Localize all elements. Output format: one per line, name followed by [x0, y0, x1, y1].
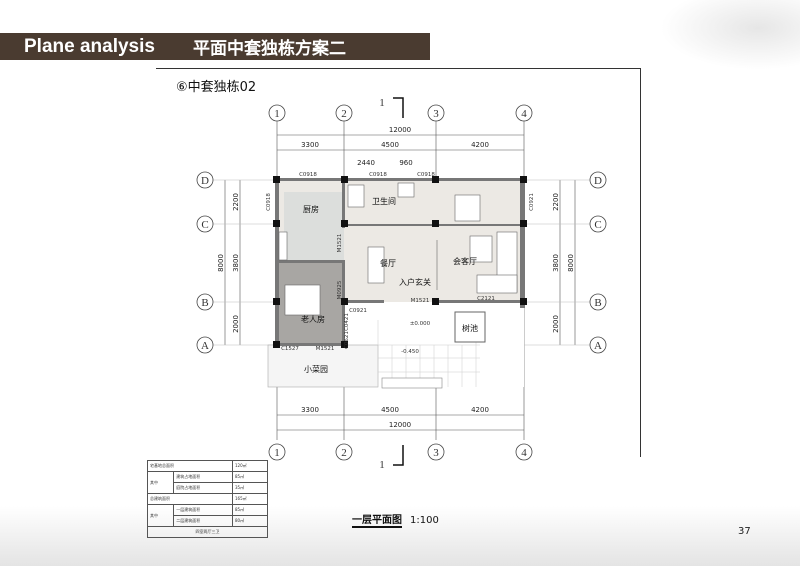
room-bathroom: 卫生间 [372, 196, 396, 206]
section-mark-top: 1 [379, 97, 385, 109]
svg-text:3300: 3300 [301, 406, 319, 414]
svg-text:M0925: M0925 [337, 280, 343, 299]
room-labels: 厨房 卫生间 餐厅 入户玄关 会客厅 老人房 小菜园 树池 [301, 196, 478, 374]
svg-text:C0621: C0621 [344, 331, 350, 349]
page-number: 37 [738, 526, 751, 537]
svg-text:2440: 2440 [357, 159, 375, 167]
axis-a-right: A [594, 340, 602, 352]
drawing-frame [156, 68, 641, 457]
table-row: 四室两厅三卫 [147, 526, 268, 538]
room-living: 会客厅 [453, 256, 477, 266]
svg-text:4500: 4500 [381, 406, 399, 414]
svg-text:3300: 3300 [301, 141, 319, 149]
svg-text:C0918: C0918 [266, 193, 272, 211]
courtyard-tiles [377, 320, 480, 387]
section-mark-bottom: 1 [379, 459, 385, 471]
axis-4-top: 4 [521, 108, 527, 120]
svg-text:2000: 2000 [552, 315, 560, 333]
svg-text:C2121: C2121 [477, 296, 495, 302]
svg-text:12000: 12000 [389, 126, 411, 134]
background-wash [0, 506, 800, 566]
svg-text:C0918: C0918 [369, 172, 387, 178]
svg-text:8000: 8000 [217, 254, 225, 272]
svg-text:M1521: M1521 [411, 298, 430, 304]
axis-2-top: 2 [341, 108, 347, 120]
header-title-cn: 平面中套独栋方案二 [192, 39, 346, 59]
caption-scale: 1:100 [410, 515, 439, 526]
columns [273, 176, 527, 348]
room-tree-pool: 树池 [462, 323, 478, 333]
axis-b-left: B [201, 297, 208, 309]
svg-text:8000: 8000 [567, 254, 575, 272]
section-cut-marks [393, 97, 404, 466]
axis-1-top: 1 [274, 108, 280, 120]
room-entrance: 入户玄关 [399, 277, 431, 287]
kitchen-floor [284, 192, 344, 262]
opening-labels: C0918 C0918 C0918 C0918 C0921 M1521 M092… [266, 172, 535, 355]
garden-area [267, 344, 379, 388]
svg-text:4200: 4200 [471, 406, 489, 414]
svg-text:C0921: C0921 [349, 308, 367, 314]
room-elder-bedroom: 老人房 [301, 314, 325, 324]
svg-text:M1521: M1521 [316, 346, 335, 352]
axis-d-left: D [201, 175, 209, 187]
svg-text:3800: 3800 [232, 254, 240, 272]
room-kitchen: 厨房 [303, 204, 319, 214]
svg-text:3800: 3800 [552, 254, 560, 272]
svg-text:960: 960 [399, 159, 412, 167]
svg-text:12000: 12000 [389, 421, 411, 429]
tree-pool [454, 311, 486, 343]
axis-2-bottom: 2 [341, 447, 347, 459]
axis-d-right: D [594, 175, 602, 187]
caption-title: 一层平面图 [352, 515, 402, 528]
svg-text:C0421: C0421 [344, 313, 350, 331]
steps [381, 377, 443, 389]
header-title-en: Plane analysis [24, 35, 155, 57]
plan-caption: 一层平面图 1:100 [352, 511, 439, 528]
svg-text:C0921: C0921 [529, 193, 535, 211]
axis-3-bottom: 3 [433, 447, 439, 459]
svg-text:2200: 2200 [552, 193, 560, 211]
svg-text:C0918: C0918 [417, 172, 435, 178]
svg-text:4200: 4200 [471, 141, 489, 149]
svg-text:2000: 2000 [232, 315, 240, 333]
svg-text:2200: 2200 [232, 193, 240, 211]
axis-3-top: 3 [433, 108, 439, 120]
svg-text:C1527: C1527 [281, 346, 299, 352]
plan-subtitle: ⑥中套独栋02 [176, 80, 257, 95]
axis-bubbles [196, 104, 607, 461]
room-dining: 餐厅 [380, 259, 396, 268]
svg-text:-0.450: -0.450 [401, 349, 419, 355]
axis-4-bottom: 4 [521, 447, 527, 459]
room-garden: 小菜园 [304, 364, 328, 374]
svg-text:M1521: M1521 [337, 234, 343, 253]
axis-a-left: A [201, 340, 209, 352]
axis-c-right: C [594, 219, 601, 231]
header-bar: Plane analysis 平面中套独栋方案二 [0, 33, 430, 60]
axis-c-left: C [201, 219, 208, 231]
furniture [278, 182, 518, 316]
axis-1-bottom: 1 [274, 447, 280, 459]
svg-text:4500: 4500 [381, 141, 399, 149]
svg-text:C0918: C0918 [299, 172, 317, 178]
svg-text:±0.000: ±0.000 [410, 321, 431, 327]
background-wash-top [660, 0, 800, 70]
axis-b-right: B [594, 297, 601, 309]
